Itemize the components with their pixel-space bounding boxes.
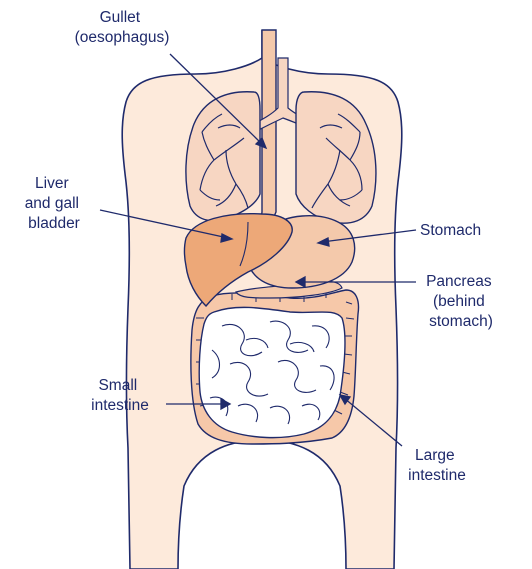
- oesophagus: [260, 30, 276, 230]
- pancreas-label: Pancreas (behind stomach): [426, 273, 496, 330]
- small-intestine: [199, 307, 345, 437]
- stomach-label: Stomach: [420, 222, 481, 239]
- gullet-label: Gullet (oesophagus): [75, 9, 170, 46]
- liver-label: Liver and gall bladder: [25, 175, 84, 232]
- large-intestine-label: Large intestine: [408, 447, 466, 484]
